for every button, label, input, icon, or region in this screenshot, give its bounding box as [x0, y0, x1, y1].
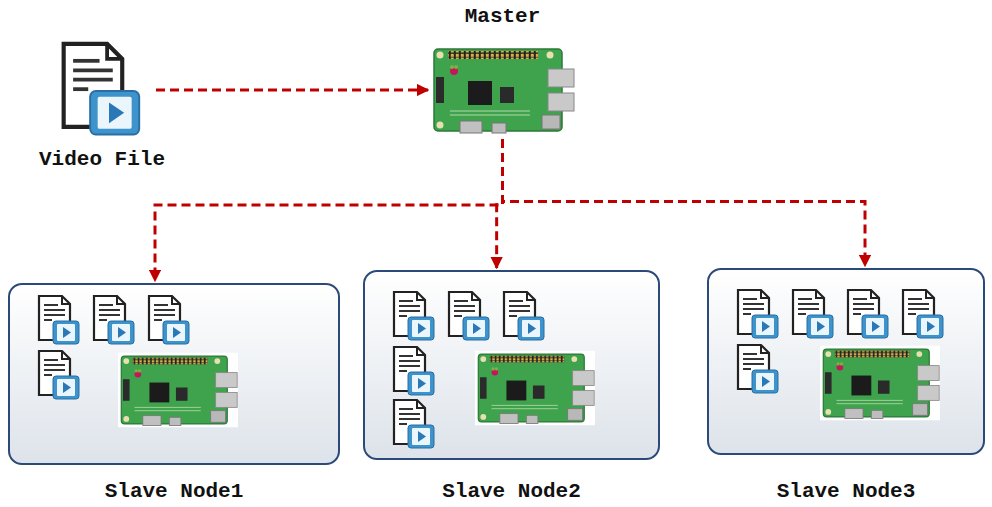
node-label: Master: [465, 5, 541, 28]
dashed-arrow: [503, 139, 866, 266]
dashed-arrow: [156, 89, 428, 92]
slave-node-box: Slave Node1: [8, 283, 340, 465]
node-label: Slave Node2: [442, 480, 581, 503]
slave-node-box: Slave Node3: [707, 268, 985, 455]
dashed-arrow: [155, 139, 503, 281]
file-icon-node: Video File: [58, 40, 146, 144]
node-label: Slave Node1: [105, 480, 244, 503]
master-node: Master: [430, 45, 575, 135]
slave-node-box: Slave Node2: [363, 270, 660, 460]
node-label: Video File: [39, 148, 165, 171]
node-label: Slave Node3: [777, 480, 916, 503]
